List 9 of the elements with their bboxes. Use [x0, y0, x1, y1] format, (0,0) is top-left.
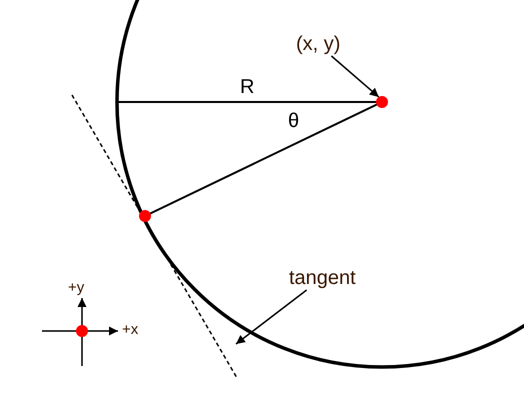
callout-label: (x, y)	[296, 32, 340, 56]
leader-line	[330, 55, 380, 98]
angle-label: θ	[288, 111, 300, 131]
leader-line	[236, 289, 308, 345]
axis-label: +y	[68, 280, 84, 295]
radius-label: R	[240, 77, 254, 97]
center-point-marker	[376, 96, 388, 108]
axis-label: +x	[122, 322, 138, 337]
callout-label: tangent	[289, 266, 356, 290]
